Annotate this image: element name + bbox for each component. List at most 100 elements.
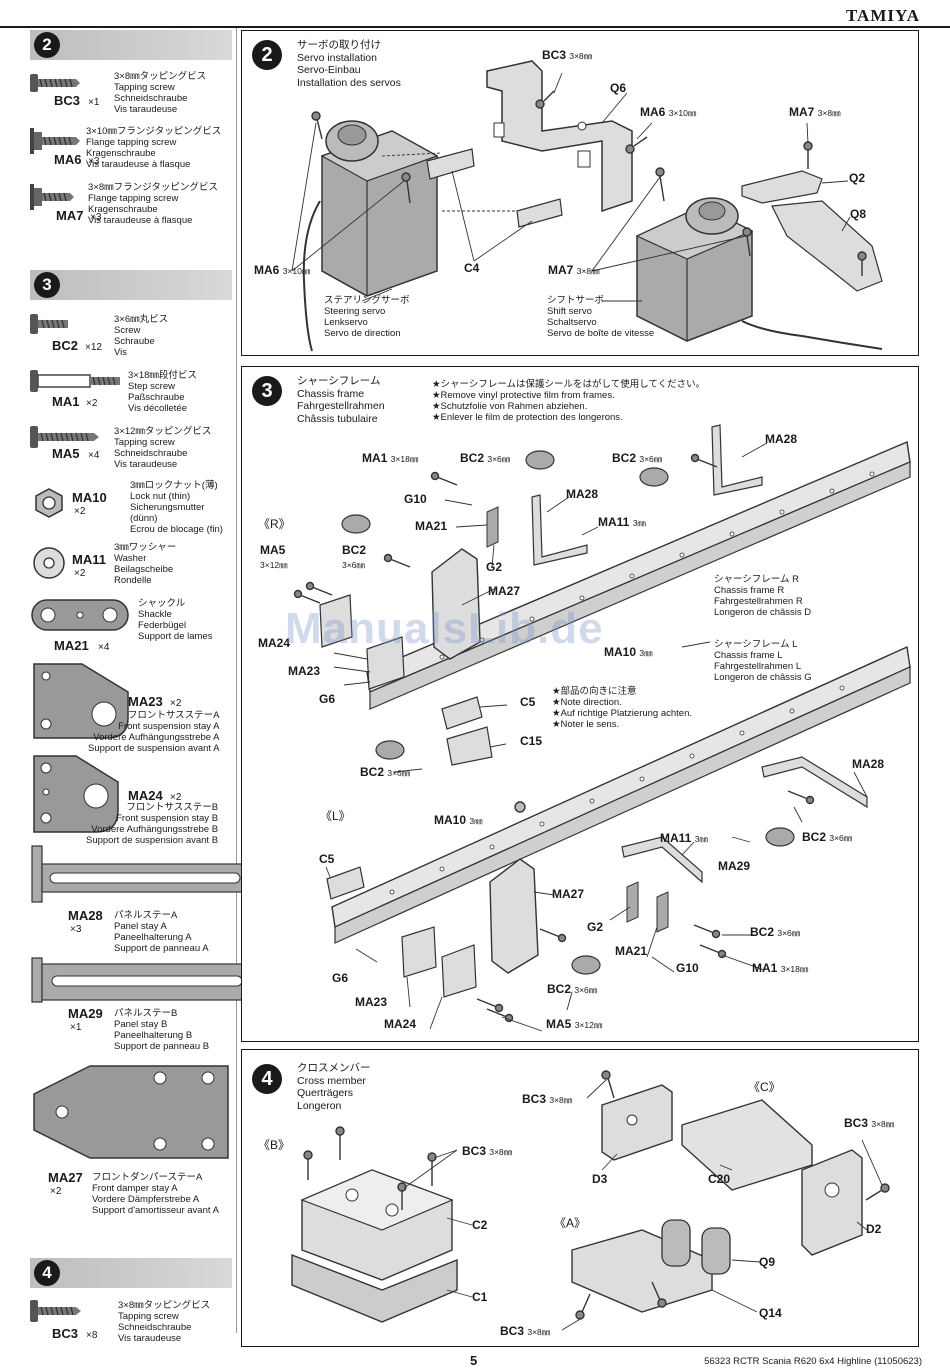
screw-icon	[30, 314, 68, 334]
cross-member-a-drawing	[571, 1219, 731, 1313]
part-quantity: ×2	[170, 792, 182, 803]
flange-screw-icon	[30, 128, 80, 154]
servo-installation-diagram	[291, 60, 883, 352]
cross-member-diagram	[291, 1070, 890, 1331]
chassis-frame-left-drawing	[331, 645, 911, 944]
cross-member-c-drawing	[601, 1084, 863, 1256]
part-description: 3×8㎜タッピングビス Tapping screw Schneidschraub…	[114, 71, 207, 115]
servo-bracket-q6-drawing	[486, 60, 633, 213]
part-ma23: MA23 ×2 フロントサスステーA Front suspension stay…	[30, 662, 235, 754]
label-g2-top: G2	[486, 560, 503, 574]
label-q2: Q2	[849, 171, 866, 185]
lock-nut-icon	[35, 488, 63, 518]
part-ma1: MA1 ×2 3×18㎜段付ビス Step screw Paßschraube …	[30, 368, 235, 416]
part-description: パネルステーB Panel stay B Paneelhalterung B S…	[114, 1008, 210, 1052]
label-c4: C4	[464, 261, 480, 275]
part-code: BC3	[54, 93, 81, 108]
part-quantity: ×8	[86, 1330, 98, 1341]
damper-stay-icon	[33, 1065, 229, 1159]
label-g6-top: G6	[319, 692, 336, 706]
label-c5-top: C5	[520, 695, 536, 709]
label-q8: Q8	[850, 207, 867, 221]
steering-servo-drawing	[302, 120, 439, 352]
part-code: MA29	[68, 1006, 103, 1021]
part-code: MA7	[56, 208, 84, 223]
shift-servo-drawing	[635, 197, 883, 350]
label-c15: C15	[520, 734, 543, 748]
part-ma6: MA6 ×3 3×10㎜フランジタッピングビス Flange tapping s…	[30, 126, 235, 176]
part-code: MA5	[52, 446, 80, 461]
bc2-spacer-drawings	[341, 450, 795, 975]
part-code: MA10	[72, 490, 107, 505]
part-code: BC2	[52, 338, 79, 353]
column-divider	[236, 28, 237, 1333]
label-ma27-bottom: MA27	[552, 887, 585, 901]
part-description: 3×6㎜丸ビス Screw Schraube Vis	[114, 314, 169, 358]
document-code: 56323 RCTR Scania R620 6x4 Highline (110…	[704, 1356, 922, 1367]
frame-l-caption: シャーシフレーム L Chassis frame L Fahrgestellra…	[714, 639, 812, 683]
step-title: シャーシフレーム Chassis frame Fahrgestellrahmen…	[297, 375, 385, 425]
part-quantity: ×2	[170, 698, 182, 709]
label-bc3-b: BC3 3×8㎜	[844, 1116, 895, 1130]
part-ma5: MA5 ×4 3×12㎜タッピングビス Tapping screw Schnei…	[30, 424, 235, 472]
part-code: MA11	[72, 552, 106, 567]
part-description: パネルステーA Panel stay A Paneelhalterung A S…	[114, 910, 209, 954]
part-quantity: ×4	[88, 450, 100, 461]
label-g6-bottom: G6	[332, 971, 349, 985]
assembly-b-mark: 《B》	[258, 1138, 291, 1152]
label-g2-bottom: G2	[587, 920, 604, 934]
step-screw-icon	[30, 370, 120, 392]
part-ma7: MA7 ×3 3×8㎜フランジタッピングビス Flange tapping sc…	[30, 182, 235, 232]
assembly-a-mark: 《A》	[554, 1216, 587, 1230]
step-number: 4	[252, 1064, 282, 1094]
sidebar-step-3-header: 3	[30, 270, 232, 300]
panel-stay-b-icon	[31, 957, 269, 1003]
assembly-c-mark: 《C》	[748, 1080, 781, 1094]
part-ma21: MA21 ×4 シャックル Shackle Federbügel Support…	[30, 596, 235, 658]
part-description: フロントダンパーステーA Front damper stay A Vordere…	[92, 1172, 219, 1216]
label-bc2-e: BC2 3×6㎜	[802, 830, 853, 844]
step-3-panel: 3 シャーシフレーム Chassis frame Fahrgestellrahm…	[241, 366, 919, 1042]
label-ma24-top: MA24	[258, 636, 291, 650]
part-description: 3×12㎜タッピングビス Tapping screw Schneidschrau…	[114, 426, 212, 470]
label-ma28-c: MA28	[852, 757, 885, 771]
label-g10-top: G10	[404, 492, 427, 506]
part-ma27: MA27 ×2 フロントダンパーステーA Front damper stay A…	[30, 1064, 235, 1220]
part-description: フロントサスステーB Front suspension stay B Vorde…	[86, 802, 219, 846]
part-description: シャックル Shackle Federbügel Support de lame…	[138, 598, 213, 642]
part-description: 3㎜ロックナット(薄) Lock nut (thin) Sicherungsmu…	[130, 480, 223, 535]
part-quantity: ×2	[74, 568, 86, 579]
tapping-screw-icon	[30, 1300, 81, 1322]
part-quantity: ×2	[74, 506, 86, 517]
part-ma10: MA10 ×2 3㎜ロックナット(薄) Lock nut (thin) Sich…	[30, 480, 235, 540]
label-d3: D3	[592, 1172, 608, 1186]
part-description: 3㎜ワッシャー Washer Beilagscheibe Rondelle	[114, 542, 177, 586]
label-ma21-top: MA21	[415, 519, 448, 533]
step-number: 2	[252, 40, 282, 70]
label-c20: C20	[708, 1172, 731, 1186]
step-title: サーボの取り付け Servo installation Servo-Einbau…	[297, 39, 401, 89]
label-ma10-bottom: MA10 3㎜	[434, 813, 483, 827]
sidebar-step-number: 4	[34, 1260, 60, 1286]
label-c1: C1	[472, 1290, 488, 1304]
label-ma6-top: MA6 3×10㎜	[640, 105, 697, 119]
part-quantity: ×1	[88, 97, 100, 108]
label-ma27-top: MA27	[488, 584, 521, 598]
label-d2: D2	[866, 1222, 882, 1236]
tapping-screw-icon	[30, 74, 80, 92]
part-quantity: ×2	[86, 398, 98, 409]
part-code: MA28	[68, 908, 103, 923]
label-ma7-top: MA7 3×8㎜	[789, 105, 841, 119]
brand-logo: TAMIYA	[845, 6, 920, 25]
part-description: 3×10㎜フランジタッピングビス Flange tapping screw Kr…	[86, 126, 222, 170]
part-description: 3×18㎜段付ビス Step screw Paßschraube Vis déc…	[128, 370, 197, 414]
washer-icon	[33, 547, 65, 579]
label-ma11-top: MA11 3㎜	[598, 515, 646, 529]
chassis-frame-right-drawing	[366, 441, 911, 710]
sidebar-step-number: 2	[34, 32, 60, 58]
label-ma7-bottom: MA7 3×8㎜	[548, 263, 600, 277]
protective-film-note: ★シャーシフレームは保護シールをはがして使用してください。 ★Remove vi…	[432, 379, 706, 423]
part-quantity: ×3	[70, 924, 82, 935]
steering-servo-caption: ステアリングサーボ Steering servo Lenkservo Servo…	[324, 295, 410, 339]
part-code: BC3	[52, 1326, 79, 1341]
